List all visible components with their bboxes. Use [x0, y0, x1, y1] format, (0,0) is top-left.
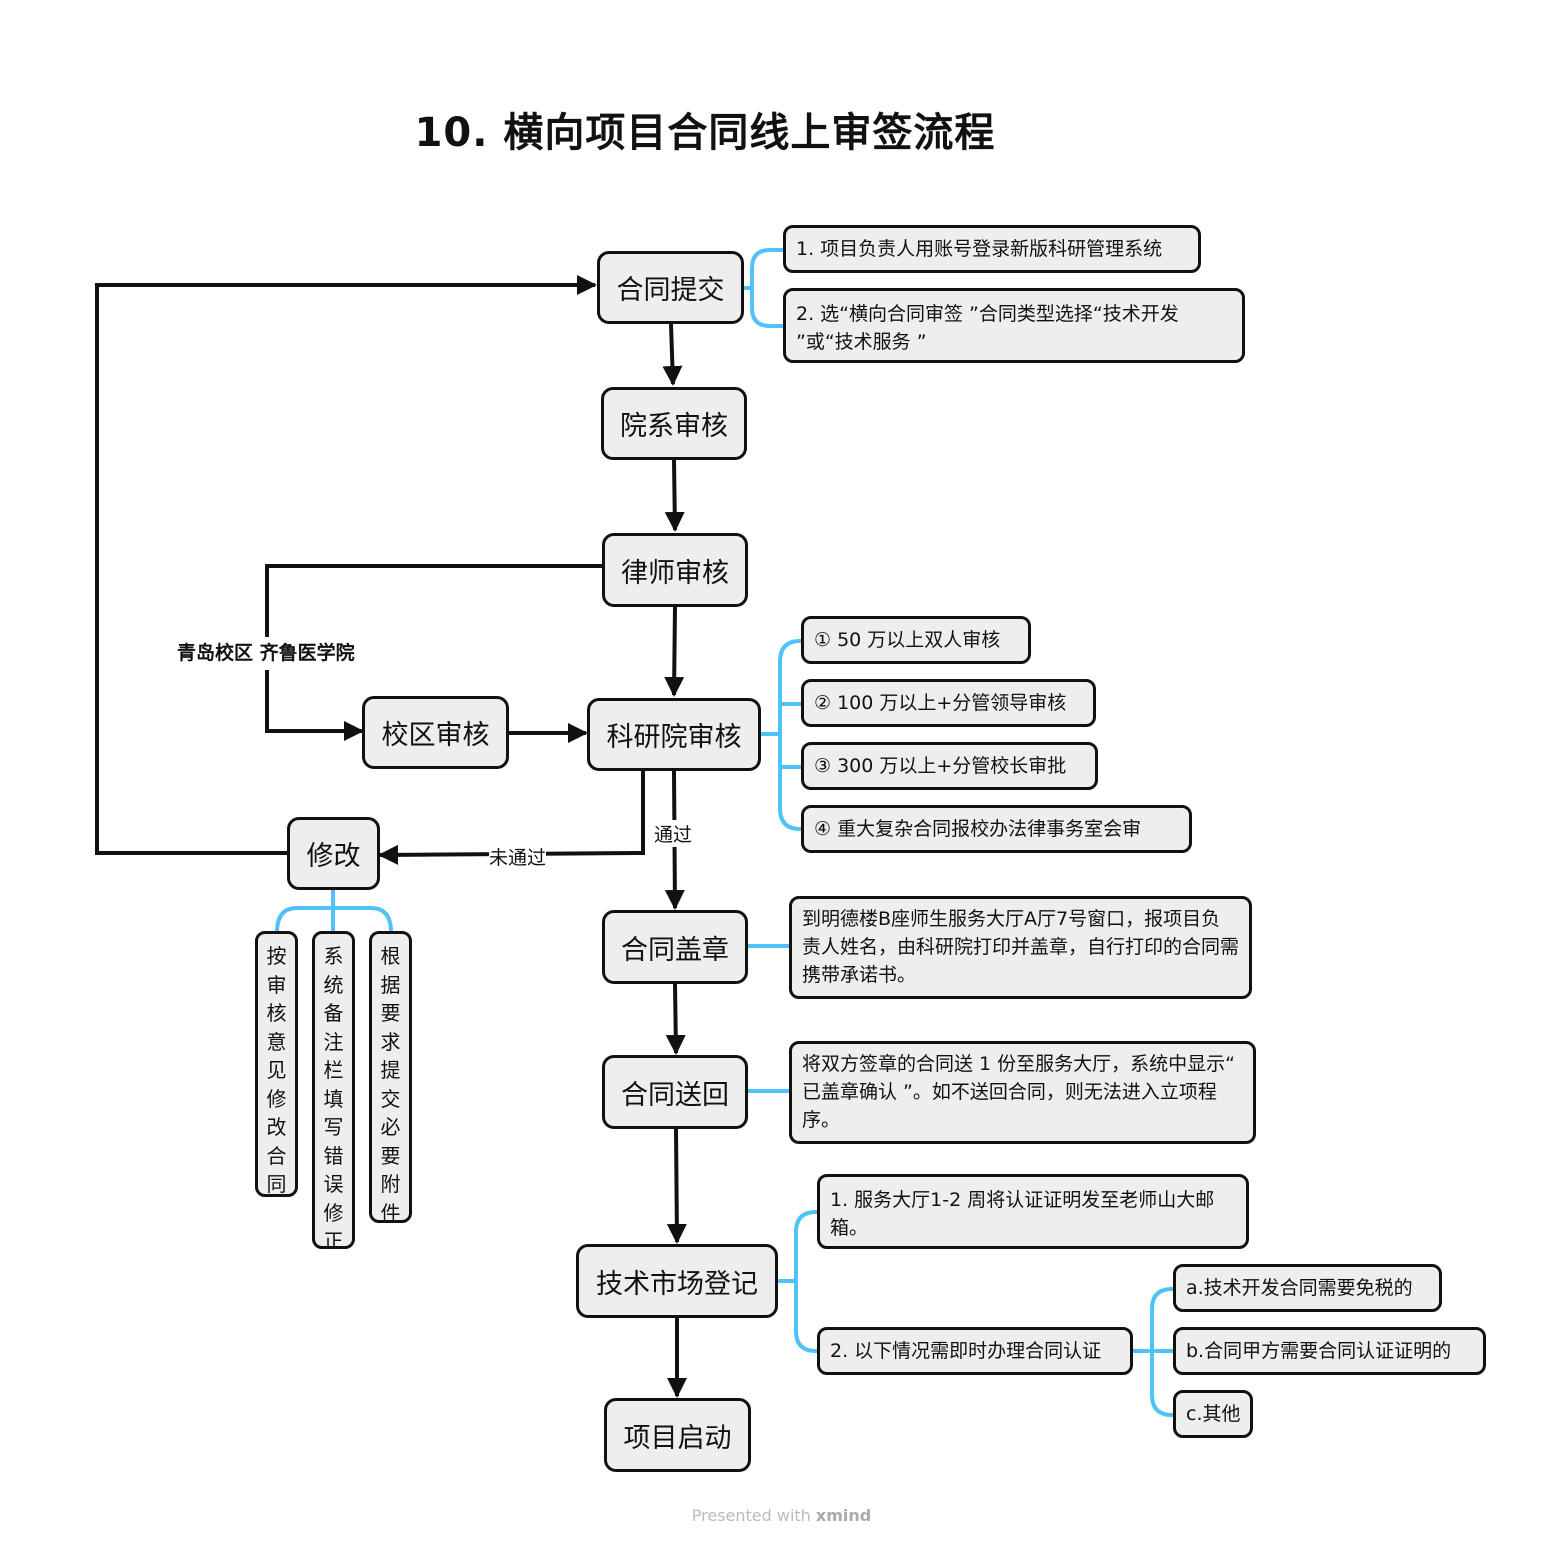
- char: 见: [266, 1058, 287, 1082]
- char: 错: [323, 1143, 344, 1168]
- node-label: 技术市场登记: [596, 1268, 758, 1300]
- note-certify-b: b.合同甲方需要合同认证证明的: [1173, 1327, 1486, 1375]
- char: 系: [323, 944, 344, 968]
- node-dept-review[interactable]: 院系审核: [601, 387, 747, 460]
- char: 备: [323, 1001, 344, 1025]
- footer-credit: Presented with xmind: [0, 1506, 1563, 1525]
- label-fail: 未通过: [489, 843, 547, 870]
- char: 按: [266, 944, 287, 968]
- char: 修: [323, 1200, 344, 1225]
- arrow-lawyer-to-research: [664, 606, 685, 697]
- label-campus-branch: 青岛校区 齐鲁医学院: [177, 638, 355, 665]
- char: 求: [380, 1029, 401, 1054]
- node-campus-review[interactable]: 校区审核: [362, 696, 509, 769]
- note-research-4: ④ 重大复杂合同报校办法律事务室会审: [801, 805, 1192, 853]
- node-label: 合同盖章: [621, 934, 729, 966]
- note-submit-2: 2. 选“横向合同审签 ”合同类型选择“技术开发 ”或“技术服务 ”: [783, 288, 1245, 363]
- note-seal: 到明德楼B座师生服务大厅A厅7号窗口，报项目负责人姓名，由科研院打印并盖章，自行…: [789, 896, 1252, 999]
- note-modify-3: 根 据 要 求 提 交 必 要 附 件: [369, 931, 412, 1223]
- char: 件: [380, 1200, 401, 1223]
- char: 必: [380, 1115, 401, 1139]
- node-contract-return[interactable]: 合同送回: [602, 1055, 748, 1129]
- arrow-research-to-modify: [378, 771, 645, 865]
- footer-prefix: Presented with: [691, 1506, 816, 1525]
- note-market-1: 1. 服务大厅1-2 周将认证证明发至老师山大邮箱。: [817, 1174, 1249, 1249]
- note-research-3: ③ 300 万以上+分管校长审批: [801, 742, 1098, 790]
- node-label: 合同送回: [621, 1079, 729, 1111]
- node-label: 修改: [306, 841, 361, 872]
- char: 要: [380, 1143, 401, 1168]
- char: 统: [323, 972, 344, 997]
- note-research-1: ① 50 万以上双人审核: [801, 616, 1031, 664]
- arrow-branch-to-campus: [265, 670, 364, 741]
- node-lawyer-review[interactable]: 律师审核: [602, 533, 748, 607]
- char: 写: [323, 1115, 344, 1139]
- arrow-submit-to-dept: [662, 323, 683, 386]
- note-market-2: 2. 以下情况需即时办理合同认证: [817, 1327, 1133, 1375]
- branch-certify-notes: [1131, 1287, 1177, 1417]
- char: 附: [380, 1172, 401, 1196]
- note-return: 将双方签章的合同送 1 份至服务大厅，系统中显示“ 已盖章确认 ”。如不送回合同…: [789, 1041, 1256, 1144]
- branch-modify-notes: [275, 888, 393, 934]
- node-label: 项目启动: [623, 1422, 732, 1454]
- branch-submit-notes: [742, 248, 786, 328]
- char: 注: [323, 1029, 344, 1054]
- arrow-seal-to-return: [665, 983, 686, 1055]
- arrow-return-to-market: [666, 1128, 687, 1244]
- char: 根: [380, 944, 401, 968]
- note-submit-1: 1. 项目负责人用账号登录新版科研管理系统: [783, 225, 1201, 273]
- branch-research-notes: [760, 639, 805, 831]
- note-modify-2: 系 统 备 注 栏 填 写 错 误 修 正: [312, 931, 355, 1249]
- char: 填: [323, 1086, 344, 1111]
- char: 改: [266, 1115, 287, 1139]
- char: 据: [380, 972, 401, 997]
- node-research-review[interactable]: 科研院审核: [587, 698, 761, 771]
- page-title: 10. 横向项目合同线上审签流程: [414, 110, 996, 156]
- node-label: 科研院审核: [606, 722, 742, 753]
- note-modify-1: 按 审 核 意 见 修 改 合 同: [255, 931, 298, 1197]
- char: 要: [380, 1001, 401, 1025]
- node-label: 院系审核: [620, 411, 728, 442]
- node-label: 合同提交: [616, 275, 725, 306]
- char: 交: [380, 1086, 401, 1111]
- note-certify-c: c.其他: [1173, 1390, 1253, 1438]
- xmind-logo: xmind: [815, 1506, 872, 1525]
- node-tech-market-register[interactable]: 技术市场登记: [576, 1244, 778, 1318]
- arrow-modify-to-submit: [95, 275, 597, 855]
- note-certify-a: a.技术开发合同需要免税的: [1173, 1264, 1442, 1312]
- line-lawyer-to-campus-branch: [265, 564, 603, 637]
- label-pass: 通过: [654, 820, 693, 847]
- node-project-start[interactable]: 项目启动: [604, 1398, 751, 1472]
- node-contract-submit[interactable]: 合同提交: [597, 251, 744, 324]
- char: 误: [323, 1172, 344, 1196]
- char: 意: [266, 1029, 287, 1054]
- char: 合: [266, 1143, 287, 1168]
- node-contract-seal[interactable]: 合同盖章: [602, 910, 748, 984]
- char: 正: [323, 1229, 344, 1249]
- branch-market-notes: [776, 1210, 820, 1353]
- node-label: 校区审核: [381, 720, 490, 751]
- node-label: 律师审核: [621, 557, 729, 589]
- char: 修: [266, 1086, 287, 1111]
- char: 核: [266, 1001, 287, 1025]
- char: 同: [266, 1172, 287, 1196]
- arrow-dept-to-lawyer: [664, 459, 685, 532]
- char: 提: [380, 1058, 401, 1082]
- char: 栏: [323, 1058, 344, 1082]
- char: 审: [266, 972, 287, 997]
- note-research-2: ② 100 万以上+分管领导审核: [801, 679, 1096, 727]
- node-modify[interactable]: 修改: [287, 817, 380, 890]
